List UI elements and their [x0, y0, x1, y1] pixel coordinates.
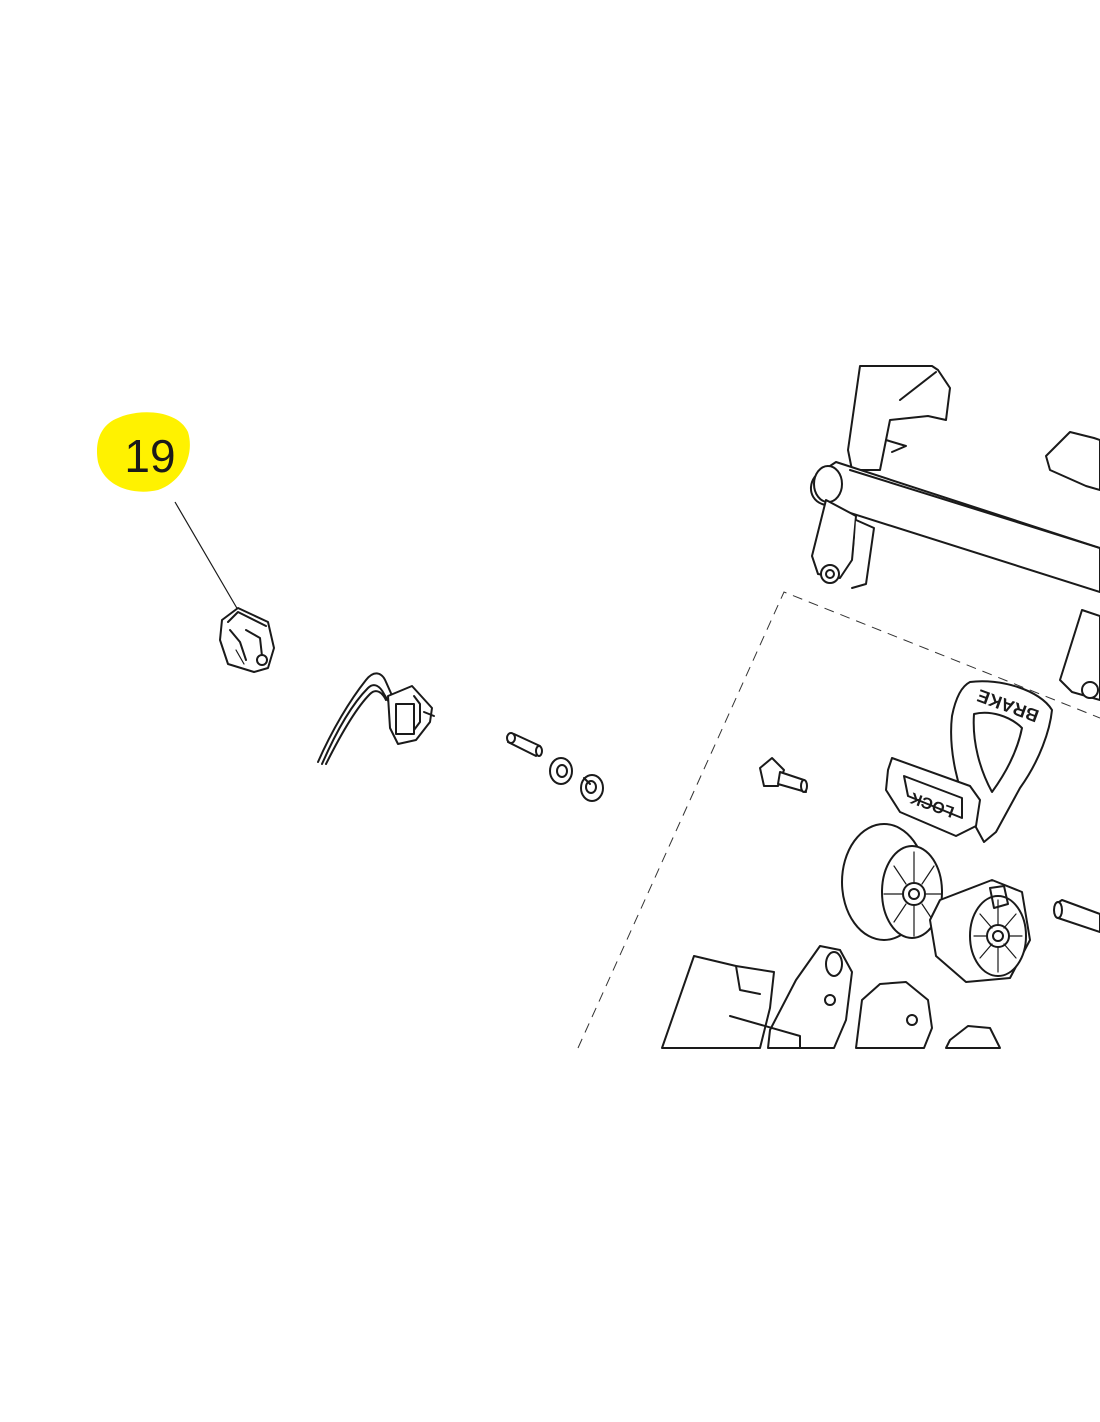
- frame-axle-assembly: [810, 365, 1100, 701]
- callout-number: 19: [124, 430, 175, 482]
- part-shoulder-screw: [759, 757, 808, 793]
- part-wired-sensor: [317, 672, 435, 765]
- callout-leader-line: [174, 501, 239, 611]
- lower-housing-parts: [661, 945, 1001, 1049]
- part-washer: [549, 757, 573, 785]
- part-19-bracket: [219, 607, 275, 673]
- part-pin: [506, 732, 543, 757]
- callout-highlight: [96, 412, 190, 492]
- part-clip-ring: [580, 774, 604, 802]
- dashed-group-outline: [577, 591, 1100, 1049]
- callout-19: 19: [96, 412, 239, 611]
- part-axle-rod: [1053, 899, 1100, 933]
- caster-wheel-right: [929, 879, 1031, 983]
- diagram-crop-mask: [560, 1049, 1100, 1061]
- caster-wheel-left: [841, 823, 943, 941]
- brake-lock-lever: BRAKE LOCK: [885, 680, 1053, 843]
